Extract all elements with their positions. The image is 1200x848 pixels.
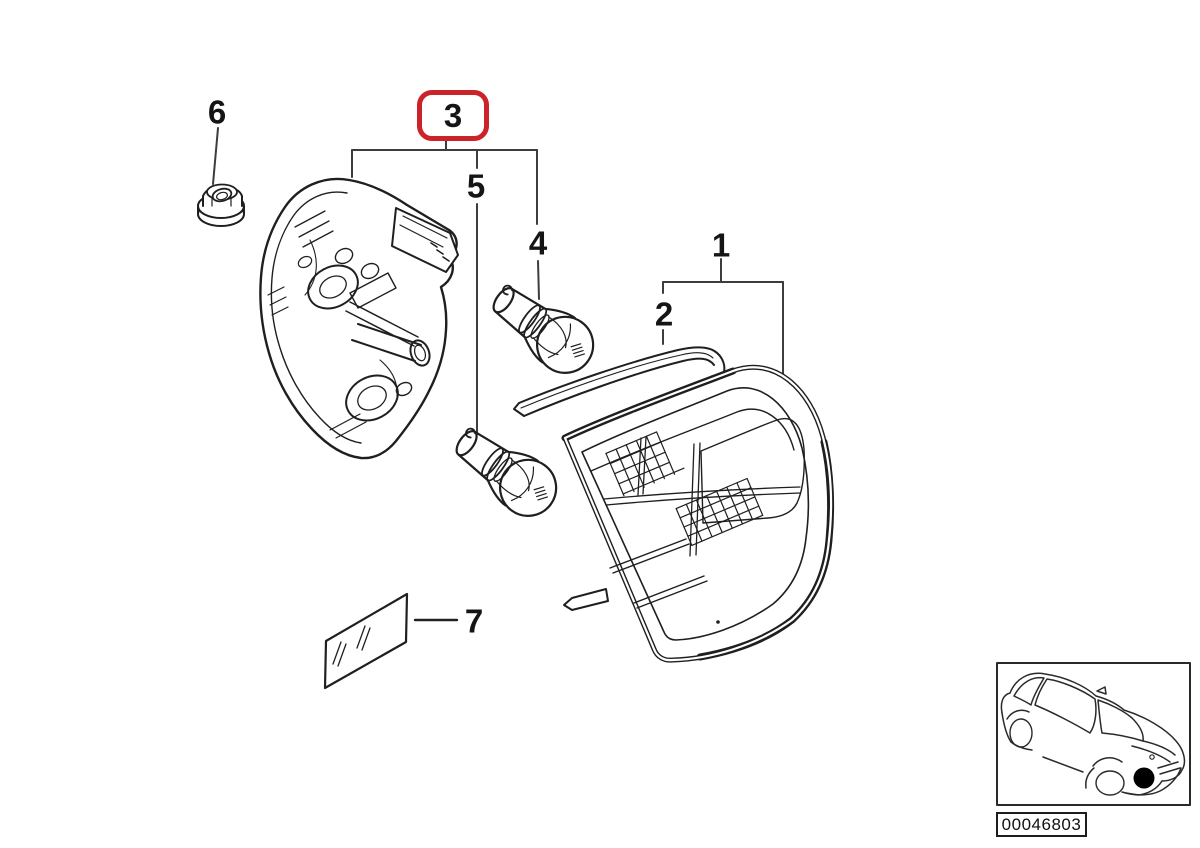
callout-6[interactable]: 6 [207,93,227,131]
part-tail-light-lens[interactable] [561,364,835,663]
part-bulb-4[interactable] [480,272,606,386]
lens-grid-upper [605,431,685,497]
callout-7[interactable]: 7 [464,602,484,640]
callout-lines [212,127,784,622]
callout-3[interactable]: 3 [443,97,463,134]
image-number-badge: 00046803 [996,812,1087,837]
callout-4[interactable]: 4 [528,224,548,262]
tail-light-location-dot [1133,767,1155,789]
vehicle-thumbnail [996,662,1191,806]
part-label-film[interactable] [323,592,409,690]
lens-grid-lower [675,477,764,547]
callout-1[interactable]: 1 [711,226,731,264]
callout-5[interactable]: 5 [466,167,486,205]
part-bulb-carrier[interactable] [259,177,459,460]
highlight-box-callout-3: 3 [417,90,489,141]
part-nut[interactable] [197,183,245,227]
part-bulb-5[interactable] [443,415,569,529]
callout-2[interactable]: 2 [654,295,674,333]
